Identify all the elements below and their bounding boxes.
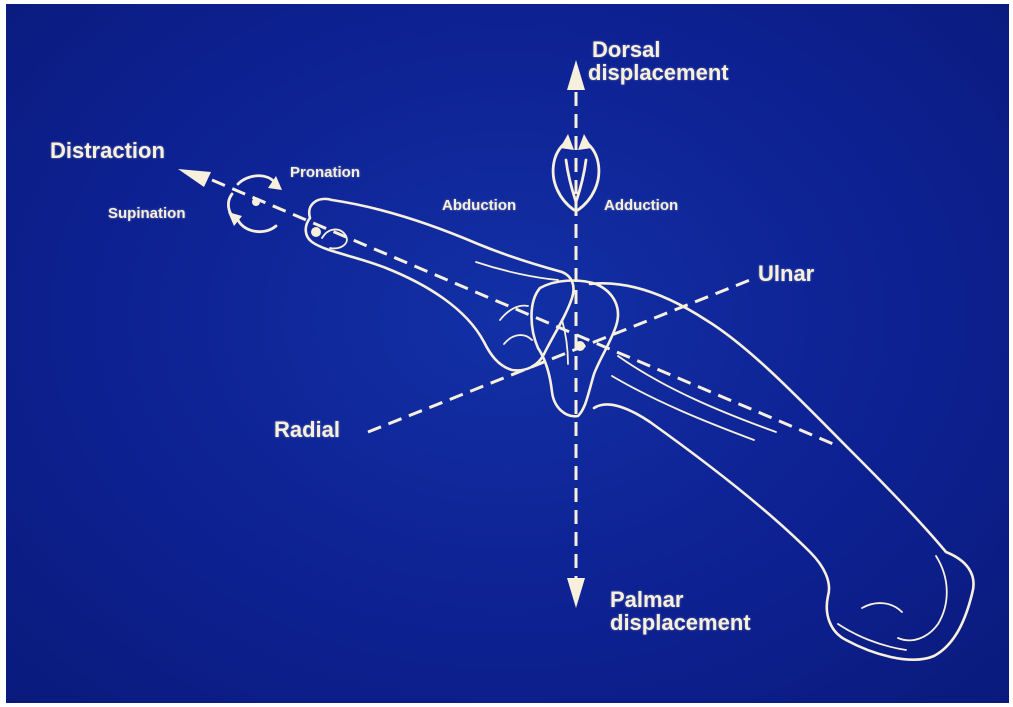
dorsal-line-1: Dorsal xyxy=(588,38,798,61)
dorsal-displacement-label: Dorsal displacement xyxy=(588,38,798,84)
palmar-arrowhead xyxy=(567,578,585,608)
distraction-arrowhead xyxy=(178,169,211,187)
palmar-displacement-label: Palmar displacement xyxy=(610,588,810,634)
adduction-label: Adduction xyxy=(604,198,678,214)
pronation-label: Pronation xyxy=(290,165,360,181)
thumb-cmc-joint-diagram xyxy=(6,4,1009,703)
distraction-label: Distraction xyxy=(50,139,165,162)
radial-label: Radial xyxy=(274,418,340,441)
abduction-label: Abduction xyxy=(442,198,516,214)
dorsal-arrowhead xyxy=(567,60,585,90)
supination-label: Supination xyxy=(108,206,186,222)
metacarpal-bone xyxy=(306,199,574,370)
diagram-slide: Dorsal displacement Palmar displacement … xyxy=(6,4,1009,703)
dorsal-line-2: displacement xyxy=(588,61,798,84)
palmar-line-2: displacement xyxy=(610,611,810,634)
rotation-arrows-icon xyxy=(228,176,282,232)
palmar-line-1: Palmar xyxy=(610,588,810,611)
ulnar-label: Ulnar xyxy=(758,262,814,285)
